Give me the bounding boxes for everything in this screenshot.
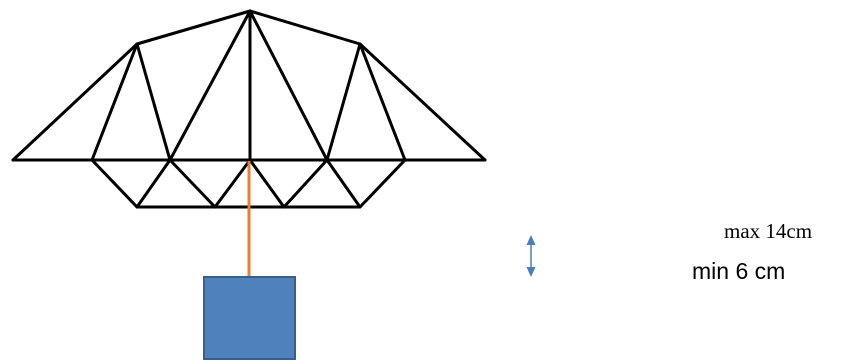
min-height-label: min 6 cm — [692, 258, 786, 284]
truss-web-member — [325, 158, 362, 209]
truss-web-member — [325, 42, 362, 162]
truss-web-member — [135, 42, 172, 162]
truss-web-member — [248, 158, 286, 209]
weight-block — [203, 276, 296, 360]
truss — [11, 9, 487, 209]
truss-web-member — [358, 42, 407, 162]
truss-web-member — [248, 9, 329, 162]
double-arrow-vertical-icon — [526, 235, 536, 277]
truss-web-member — [135, 158, 172, 209]
truss-web-member — [213, 158, 252, 209]
max-height-label: max 14cm — [724, 219, 813, 243]
truss-web-member — [168, 9, 252, 162]
truss-web-member — [168, 158, 217, 209]
truss-web-member — [282, 158, 329, 209]
truss-web-member — [90, 42, 139, 162]
